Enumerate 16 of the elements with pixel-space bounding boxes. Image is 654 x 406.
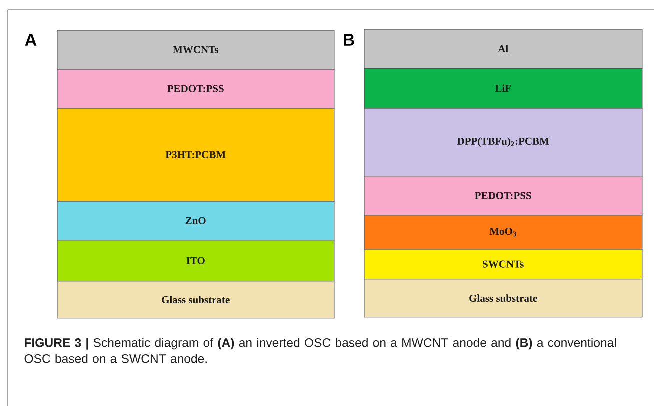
layer-box: PEDOT:PSS [57, 69, 335, 109]
layer-box: MWCNTs [57, 30, 335, 70]
layer-box: P3HT:PCBM [57, 108, 335, 202]
figure-caption: FIGURE 3 | Schematic diagram of (A) an inverted OSC based on a MWCNT anode and (B) a conventional OSC based on a SWCNT anode. [24, 338, 616, 364]
layer-box: ZnO [57, 201, 335, 241]
layer-box: PEDOT:PSS [364, 176, 643, 216]
layer-box: MoO$_{3}$ [364, 214, 643, 250]
layer-box: Glass substrate [364, 278, 643, 318]
layer-box: Al [364, 29, 643, 69]
layer-box: LiF [364, 68, 643, 109]
layer-box: ITO [57, 240, 335, 282]
panel-letter: A [25, 34, 37, 46]
panel-letter: B [344, 34, 354, 46]
layer-box: DPP(TBFu)$_{2}$:PCBM [364, 108, 643, 177]
layer-box: Glass substrate [57, 280, 335, 319]
layer-box: SWCNTs [364, 249, 643, 280]
